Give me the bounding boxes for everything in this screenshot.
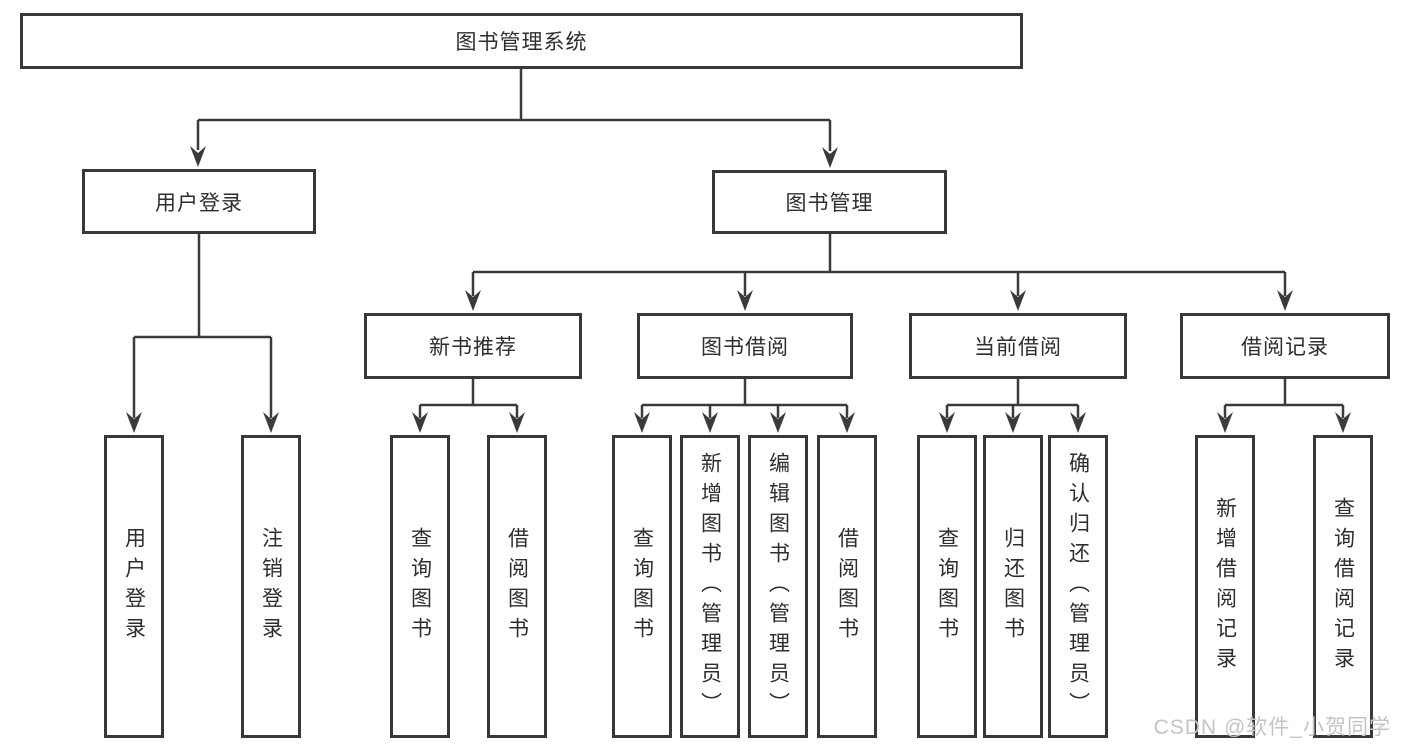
node-book-management: 图书管理 — [712, 170, 947, 234]
node-borrow-records: 借阅记录 — [1180, 313, 1390, 379]
node-label: 图书管理 — [785, 192, 874, 215]
node-label: 归还图书 — [1001, 526, 1025, 647]
node-label: 借阅记录 — [1241, 336, 1329, 359]
leaf-borrow-books-2: 借阅图书 — [817, 435, 877, 738]
leaf-return-book: 归还图书 — [983, 435, 1043, 738]
node-label: 确认归还（管理员） — [1066, 451, 1090, 722]
leaf-query-books-1: 查询图书 — [390, 435, 450, 738]
node-label: 新增图书（管理员） — [698, 451, 722, 722]
leaf-query-borrow-record: 查询借阅记录 — [1313, 435, 1373, 738]
node-current-borrow: 当前借阅 — [909, 313, 1127, 379]
node-label: 新增借阅记录 — [1213, 496, 1237, 677]
node-label: 借阅图书 — [835, 526, 859, 647]
node-label: 查询图书 — [630, 526, 654, 647]
leaf-borrow-books-1: 借阅图书 — [487, 435, 547, 738]
leaf-user-login: 用户登录 — [104, 435, 164, 738]
leaf-query-books-3: 查询图书 — [917, 435, 977, 738]
node-library-system: 图书管理系统 — [20, 13, 1023, 69]
leaf-add-book-admin: 新增图书（管理员） — [680, 435, 740, 738]
node-label: 新书推荐 — [429, 336, 517, 359]
node-label: 用户登录 — [155, 191, 243, 215]
leaf-confirm-return-admin: 确认归还（管理员） — [1048, 435, 1108, 738]
node-new-book-recommend: 新书推荐 — [364, 313, 582, 379]
node-label: 借阅图书 — [505, 526, 529, 647]
node-label: 查询借阅记录 — [1331, 496, 1355, 677]
node-label: 用户登录 — [122, 526, 146, 647]
node-label: 编辑图书（管理员） — [766, 451, 790, 722]
node-book-borrow: 图书借阅 — [637, 313, 853, 379]
leaf-edit-book-admin: 编辑图书（管理员） — [748, 435, 808, 738]
node-user-login-branch: 用户登录 — [82, 169, 316, 234]
node-label: 当前借阅 — [974, 336, 1062, 359]
node-label: 注销登录 — [259, 526, 283, 647]
leaf-logout: 注销登录 — [241, 435, 301, 738]
node-label: 图书借阅 — [701, 336, 789, 359]
node-label: 查询图书 — [408, 526, 432, 647]
node-label: 图书管理系统 — [455, 31, 588, 54]
csdn-watermark: CSDN @软件_小贺同学 — [1153, 716, 1391, 739]
node-label: 查询图书 — [935, 526, 959, 647]
leaf-add-borrow-record: 新增借阅记录 — [1195, 435, 1255, 738]
leaf-query-books-2: 查询图书 — [612, 435, 672, 738]
